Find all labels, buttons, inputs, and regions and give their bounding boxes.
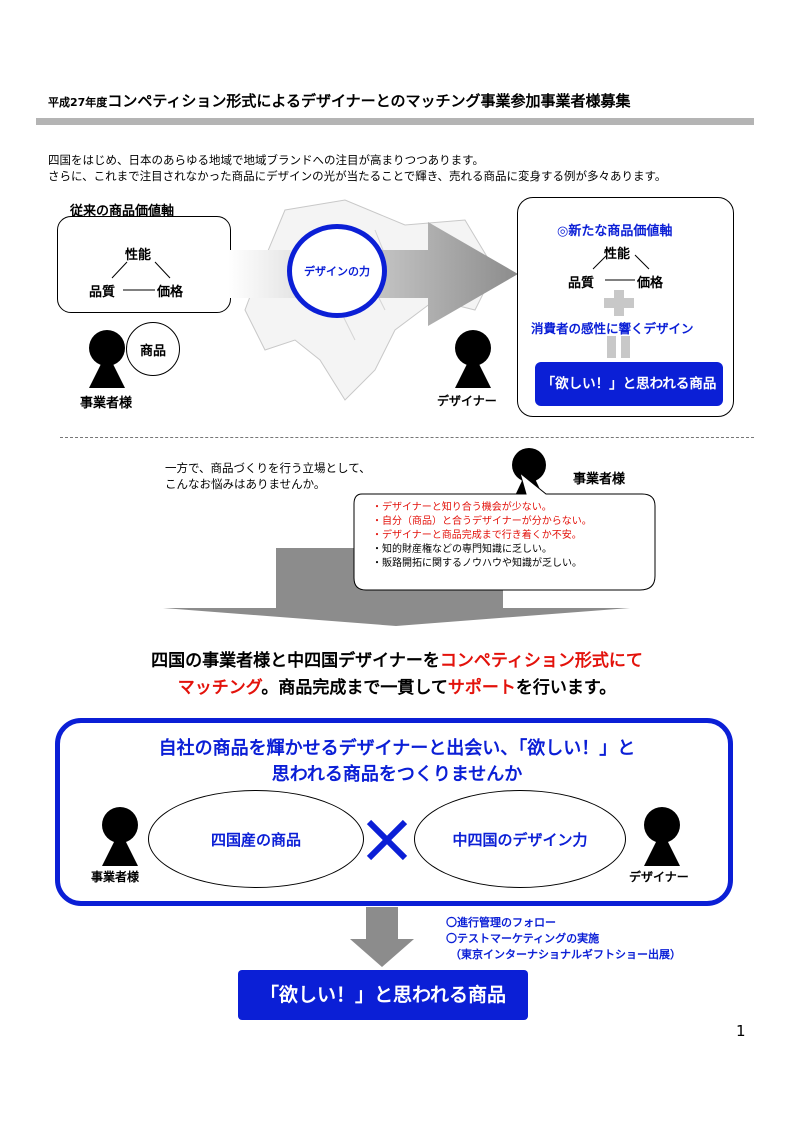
- old-performance-label: 性能: [125, 248, 152, 263]
- worry-item-2: ・自分（商品）と合うデザイナーが分からない。: [372, 516, 592, 527]
- shikoku-product-label: 四国産の商品: [210, 830, 301, 849]
- old-value-triangle-lines: [111, 261, 171, 291]
- matching-headline-1: 自社の商品を輝かせるデザイナーと出会い、「欲しい！」と: [158, 738, 636, 759]
- new-value-result-box: 「欲しい！」と思われる商品: [535, 362, 723, 406]
- final-result-label: 「欲しい！」と思われる商品: [259, 984, 507, 1006]
- worry-item-5: ・販路開拓に関するノウハウや知識が乏しい。: [372, 558, 582, 569]
- worries-list: ・デザイナーと知り合う機会が少ない。 ・自分（商品）と合うデザイナーが分からない…: [372, 501, 592, 571]
- worries-lead-1: 一方で、商品づくりを行う立場として、: [165, 461, 371, 475]
- title-underline: [36, 118, 754, 125]
- message-line-1: 四国の事業者様と中四国デザイナーをコンペティション形式にて: [0, 646, 794, 671]
- cross-icon: [366, 819, 408, 861]
- support-item-2: 〇テストマーケティングの実施: [446, 932, 600, 945]
- equals-icon: [607, 336, 630, 358]
- new-quality-label: 品質: [568, 276, 595, 291]
- bottom-down-arrow: [350, 907, 414, 967]
- product-circle: 商品: [126, 322, 180, 376]
- old-value-box: [57, 216, 231, 313]
- matching-headline-2: 思われる商品をつくりませんか: [271, 764, 523, 785]
- support-item-3: （東京インターナショナルギフトショー出展）: [450, 948, 681, 961]
- product-label: 商品: [139, 343, 166, 359]
- new-performance-label: 性能: [604, 247, 631, 262]
- worry-item-3: ・デザイナーと商品完成まで行き着くか不安。: [372, 530, 582, 541]
- new-value-heading: ◎新たな商品価値軸: [557, 224, 673, 239]
- page-title: 平成27年度コンペティション形式によるデザイナーとのマッチング事業参加事業者様募…: [48, 90, 631, 111]
- message-l2d: を行います。: [515, 678, 617, 698]
- message-l2b: 。商品完成まで一貫して: [261, 678, 448, 698]
- worry-item-1: ・デザイナーと知り合う機会が少ない。: [372, 502, 552, 513]
- sensibility-label: 消費者の感性に響くデザイン: [531, 321, 694, 336]
- new-price-label: 価格: [637, 276, 664, 291]
- worry-item-4: ・知的財産権などの専門知識に乏しい。: [372, 544, 552, 555]
- message-line-2: マッチング。商品完成まで一貫してサポートを行います。: [0, 673, 794, 698]
- new-value-triangle-lines: [592, 254, 650, 281]
- message-l1b: コンペティション形式にて: [439, 651, 643, 671]
- worries-bubble-shape: [353, 471, 656, 591]
- old-quality-label: 品質: [89, 285, 116, 300]
- designer-label-top: デザイナー: [437, 394, 497, 408]
- intro-line-2: さらに、これまで注目されなかった商品にデザインの光が当たることで輝き、売れる商品…: [48, 169, 667, 183]
- final-result-box: 「欲しい！」と思われる商品: [238, 970, 528, 1020]
- shikoku-product-ellipse: 四国産の商品: [148, 790, 364, 888]
- message-l1a: 四国の事業者様と中四国デザイナーを: [151, 651, 440, 671]
- design-power-label: デザインの力: [304, 265, 370, 278]
- page-number: 1: [736, 1022, 746, 1040]
- support-item-1: 〇進行管理のフォロー: [446, 916, 556, 929]
- worries-business-label: 事業者様: [573, 472, 626, 487]
- title-prefix: 平成27年度: [48, 96, 108, 109]
- intro-line-1: 四国をはじめ、日本のあらゆる地域で地域ブランドへの注目が高まりつつあります。: [48, 153, 484, 167]
- new-value-result-label: 「欲しい！」と思われる商品: [541, 376, 717, 392]
- business-label-top: 事業者様: [80, 396, 133, 411]
- worries-lead-2: こんなお悩みはありませんか。: [165, 477, 326, 491]
- old-value-heading: 従来の商品価値軸: [70, 204, 175, 219]
- design-power-ellipse: 中四国のデザイン力: [414, 790, 626, 888]
- plus-icon: [604, 290, 634, 316]
- design-power-ellipse-label: 中四国のデザイン力: [452, 830, 588, 849]
- message-l2a: マッチング: [177, 678, 262, 698]
- title-main: コンペティション形式によるデザイナーとのマッチング事業参加事業者様募集: [107, 92, 631, 110]
- old-price-label: 価格: [157, 285, 184, 300]
- design-power-circle: デザインの力: [287, 224, 387, 318]
- message-l2c: サポート: [447, 678, 516, 698]
- section-divider: [60, 437, 754, 438]
- matching-designer-label: デザイナー: [629, 870, 689, 884]
- matching-business-label: 事業者様: [91, 870, 140, 884]
